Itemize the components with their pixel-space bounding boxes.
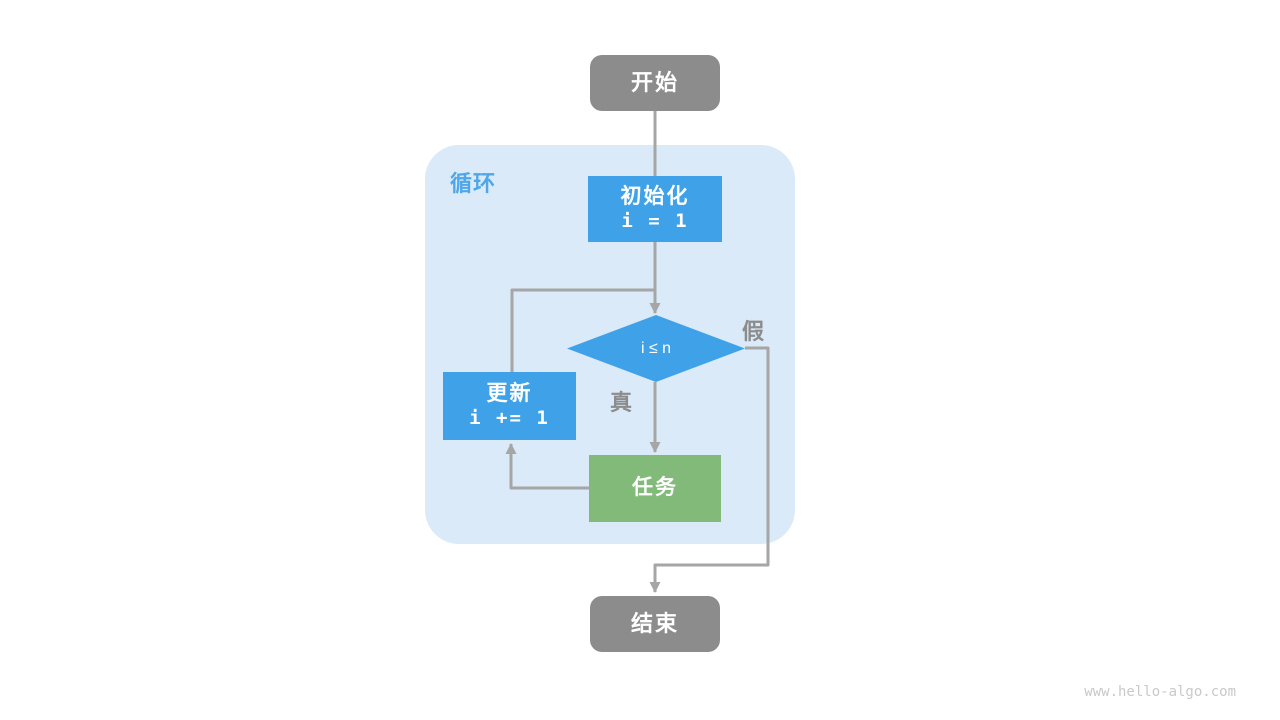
edge-task-update bbox=[505, 443, 589, 490]
task-node: 任务 bbox=[589, 455, 721, 522]
branch-label-true: 真 bbox=[610, 390, 633, 415]
update-node-title: 更新 bbox=[486, 382, 533, 405]
update-node: 更新 i += 1 bbox=[443, 372, 576, 440]
edge-update-merge bbox=[510, 288, 655, 372]
start-node-label: 开始 bbox=[630, 70, 679, 96]
task-node-label: 任务 bbox=[632, 476, 678, 500]
end-node: 结束 bbox=[590, 596, 720, 652]
watermark: www.hello-algo.com bbox=[1084, 684, 1236, 700]
branch-label-false: 假 bbox=[742, 319, 765, 344]
update-node-code: i += 1 bbox=[469, 407, 550, 430]
edge-condition-end bbox=[649, 346, 770, 593]
init-node-code: i = 1 bbox=[621, 210, 689, 233]
init-node: 初始化 i = 1 bbox=[588, 176, 722, 242]
end-node-label: 结束 bbox=[630, 611, 679, 637]
condition-node-code: i ≤ n bbox=[640, 339, 672, 357]
init-node-title: 初始化 bbox=[620, 185, 690, 208]
start-node: 开始 bbox=[590, 55, 720, 111]
loop-region-label: 循环 bbox=[450, 171, 497, 196]
